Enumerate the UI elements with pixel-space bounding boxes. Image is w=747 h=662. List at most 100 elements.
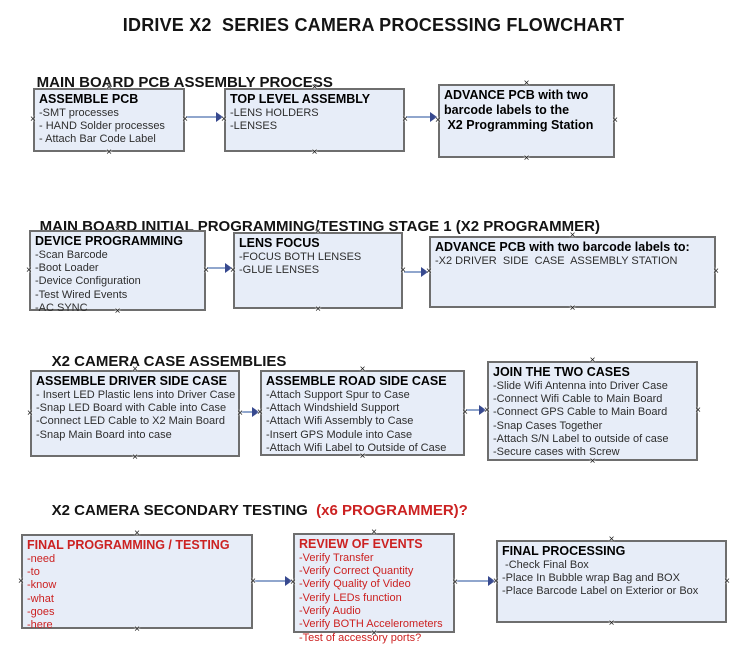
box-item: -FOCUS BOTH LENSES <box>239 250 362 263</box>
box-item: -Verify BOTH Accelerometers <box>299 618 443 631</box>
connector-line <box>241 411 254 413</box>
box-item: -Verify Audio <box>299 604 361 617</box>
connector-line <box>404 271 423 273</box>
box-title: JOIN THE TWO CASES <box>493 365 630 379</box>
section-header-text: MAIN BOARD PCB ASSEMBLY PROCESS <box>36 74 333 91</box>
box-item: -Slide Wifi Antenna into Driver Case <box>493 379 668 392</box>
box-item: -Connect LED Cable to X2 Main Board <box>36 415 225 428</box>
box-item: -Verify LEDs function <box>299 591 402 604</box>
box-title: ADVANCE PCB with two barcode labels to t… <box>444 88 594 132</box>
connection-point-icon: × <box>26 264 32 276</box>
connector-arrow <box>254 575 292 587</box>
arrowhead-icon <box>488 576 495 586</box>
box-title: FINAL PROGRAMMING / TESTING <box>27 538 230 552</box>
connector-line <box>207 267 227 269</box>
connector-line <box>406 116 432 118</box>
connection-point-icon: × <box>27 407 33 419</box>
flow-box: ADVANCE PCB with two barcode labels to t… <box>435 78 618 164</box>
connection-point-icon: × <box>608 534 615 545</box>
box-item: -need <box>27 552 56 565</box>
connection-point-icon: × <box>359 364 366 375</box>
connection-point-icon: × <box>724 575 730 587</box>
box-item: -Connect GPS Cable to Main Board <box>493 406 668 419</box>
box-item: -to <box>27 566 40 579</box>
box-item: -Snap LED Board with Cable into Case <box>36 402 227 415</box>
connector-arrow <box>456 575 495 587</box>
section-header-text: X2 CAMERA CASE ASSEMBLIES <box>51 353 287 370</box>
box-item: -Test of accessory ports? <box>299 631 422 644</box>
box-title: FINAL PROCESSING <box>502 544 626 558</box>
connection-point-icon: × <box>30 114 36 125</box>
box-item: -Snap Cases Together <box>493 419 603 432</box>
box-title: TOP LEVEL ASSEMBLY <box>230 92 371 106</box>
box-item: -here <box>27 619 53 632</box>
flow-box: FINAL PROCESSING -Check Final Box-Place … <box>493 534 730 629</box>
flow-box: ASSEMBLE ROAD SIDE CASE-Attach Support S… <box>257 364 468 462</box>
connection-point-icon: × <box>695 405 701 416</box>
box-item: -Boot Loader <box>35 262 99 275</box>
connection-point-icon: × <box>106 147 112 158</box>
arrowhead-icon <box>479 405 486 415</box>
connection-point-icon: × <box>523 153 530 164</box>
box-item: -Verify Quality of Video <box>299 578 411 591</box>
arrowhead-icon <box>216 112 223 122</box>
box-title: DEVICE PROGRAMMING <box>35 234 183 248</box>
connection-point-icon: × <box>132 452 138 463</box>
box-title: REVIEW OF EVENTS <box>299 537 423 551</box>
connector-arrow <box>241 406 259 418</box>
arrowhead-icon <box>225 263 232 273</box>
connection-point-icon: × <box>713 266 719 277</box>
flow-box: ASSEMBLE DRIVER SIDE CASE- Insert LED Pl… <box>27 365 243 463</box>
connector-line <box>466 409 481 411</box>
connection-point-icon: × <box>589 456 596 467</box>
connection-point-icon: × <box>589 355 596 366</box>
box-title: ADVANCE PCB with two barcode labels to: <box>435 240 690 254</box>
box-item: -Check Final Box <box>502 558 589 571</box>
box-item: -Snap Main Board into case <box>36 428 172 441</box>
box-item: -Verify Transfer <box>299 551 374 564</box>
box-item: - HAND Solder processes <box>39 120 165 133</box>
box-item: -Insert GPS Module into Case <box>266 428 413 441</box>
box-item: -what <box>27 592 54 605</box>
box-item: -Scan Barcode <box>35 248 108 261</box>
connection-point-icon: × <box>311 147 318 158</box>
box-item: -Attach Wifi Assembly to Case <box>266 415 414 428</box>
arrowhead-icon <box>421 267 428 277</box>
box-title: ASSEMBLE DRIVER SIDE CASE <box>36 374 228 388</box>
box-item: -SMT processes <box>39 106 119 119</box>
flow-box: ADVANCE PCB with two barcode labels to:-… <box>426 231 719 314</box>
page-title: IDRIVE X2 SERIES CAMERA PROCESSING FLOWC… <box>122 15 625 35</box>
connector-arrow <box>406 111 437 123</box>
flow-box: ASSEMBLE PCB-SMT processes- HAND Solder … <box>30 83 188 158</box>
box-item: -Place Barcode Label on Exterior or Box <box>502 585 699 598</box>
flow-box: TOP LEVEL ASSEMBLY-LENS HOLDERS-LENSES××… <box>221 83 408 158</box>
box-item: -LENSES <box>230 120 278 133</box>
connector-arrow <box>186 111 223 123</box>
box-item: -Attach Wifi Label to Outside of Case <box>266 441 447 454</box>
connection-point-icon: × <box>18 575 24 587</box>
connector-arrow <box>466 404 486 416</box>
box-item: -goes <box>27 605 55 618</box>
arrowhead-icon <box>285 576 292 586</box>
connection-point-icon: × <box>523 78 530 89</box>
flow-box: LENS FOCUS-FOCUS BOTH LENSES-GLUE LENSES… <box>230 227 406 315</box>
connection-point-icon: × <box>608 618 615 629</box>
box-item: -GLUE LENSES <box>239 264 320 277</box>
connection-point-icon: × <box>315 304 321 315</box>
connector-arrow <box>404 266 428 278</box>
arrowhead-icon <box>430 112 437 122</box>
arrowhead-icon <box>252 407 259 417</box>
section-header-case-assemblies: X2 CAMERA CASE ASSEMBLIES <box>35 336 287 387</box>
box-item: -LENS HOLDERS <box>230 106 319 119</box>
box-item: -Place In Bubble wrap Bag and BOX <box>502 572 680 585</box>
box-title: LENS FOCUS <box>239 236 320 250</box>
box-title: ASSEMBLE PCB <box>39 92 139 106</box>
box-item: -Attach Windshield Support <box>266 402 400 415</box>
connector-line <box>456 580 490 582</box>
box-item: - Insert LED Plastic lens into Driver Ca… <box>36 388 236 401</box>
box-item: - Attach Bar Code Label <box>39 133 156 146</box>
box-item: -Connect Wifi Cable to Main Board <box>493 393 663 406</box>
box-item: -X2 DRIVER SIDE CASE ASSEMBLY STATION <box>435 254 678 267</box>
box-item: -Verify Correct Quantity <box>299 565 414 578</box>
